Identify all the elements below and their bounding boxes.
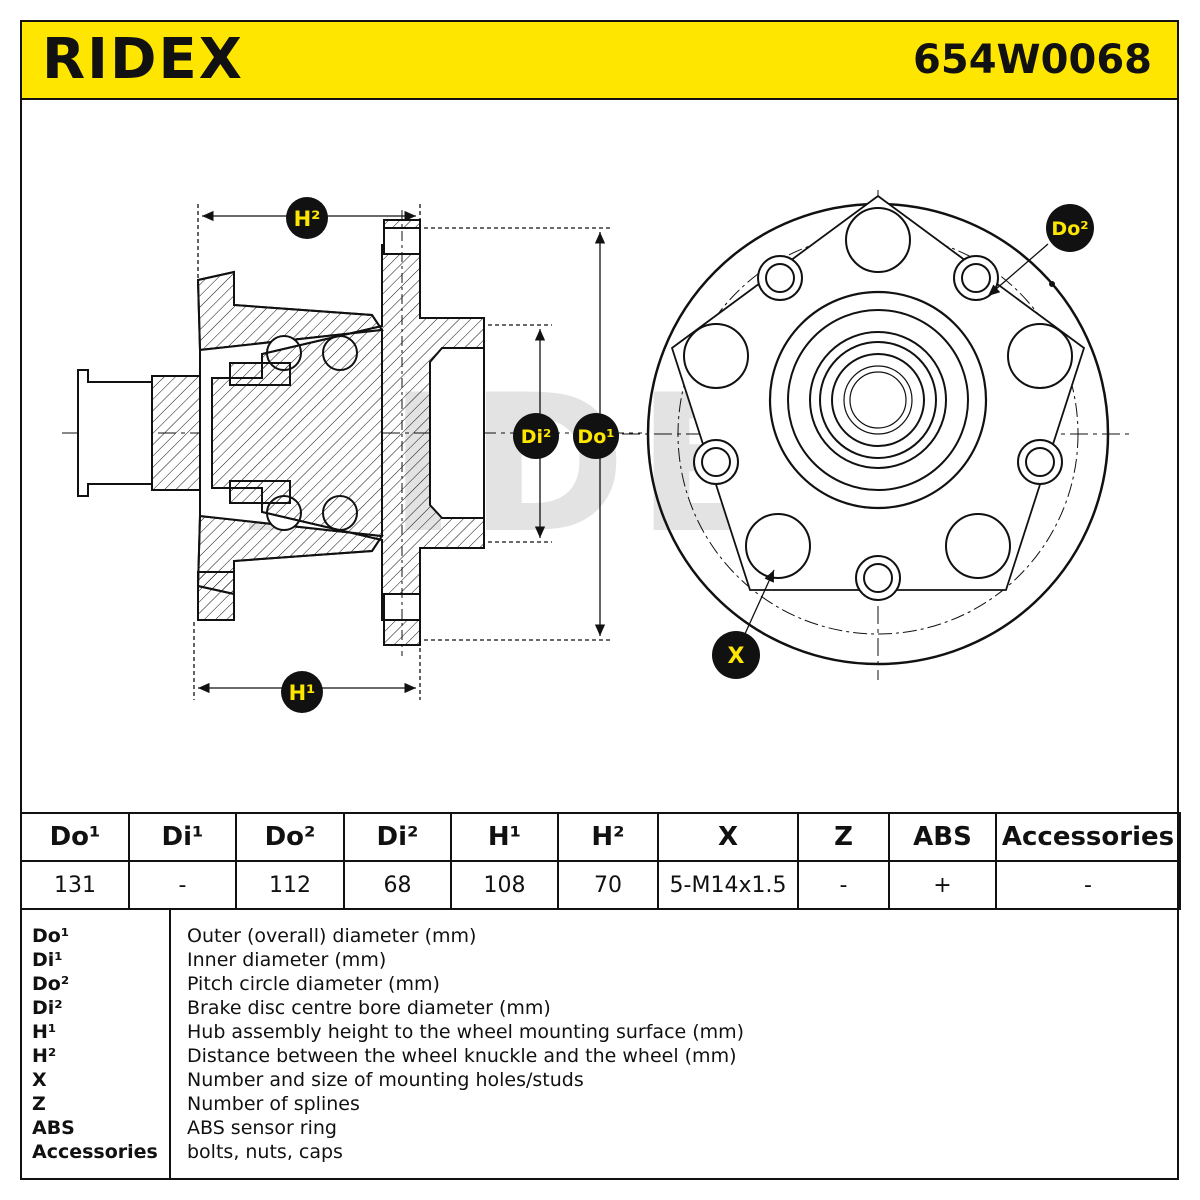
legend-row: H² Distance between the wheel knuckle an…: [22, 1044, 1177, 1068]
legend-description: Inner diameter (mm): [187, 949, 387, 971]
spec-value-cell: 5-M14x1.5: [657, 860, 799, 910]
spec-header-cell: Di¹: [128, 812, 237, 862]
legend-key: Do¹: [32, 925, 70, 947]
do2-label: Do²: [1051, 218, 1088, 240]
legend-row: ABS ABS sensor ring: [22, 1116, 1177, 1140]
h1-label: H¹: [289, 681, 316, 705]
header-bar: [20, 20, 1179, 100]
do1-label: Do¹: [577, 426, 614, 448]
legend-row: H¹ Hub assembly height to the wheel moun…: [22, 1020, 1177, 1044]
legend-key: H¹: [32, 1021, 57, 1043]
legend-key: X: [32, 1069, 47, 1091]
spec-header-row: Do¹ Di¹ Do² Di² H¹ H² X Z ABS Accessorie…: [20, 812, 1181, 862]
abs-ring: [151, 375, 205, 491]
x-label: X: [728, 644, 745, 669]
legend-row: Accessories bolts, nuts, caps: [22, 1140, 1177, 1164]
legend-description: Number and size of mounting holes/studs: [187, 1069, 584, 1091]
legend-key: H²: [32, 1045, 57, 1067]
h2-label: H²: [294, 207, 321, 231]
h1-badge: H¹: [281, 671, 323, 713]
spec-value-cell: 70: [557, 860, 659, 910]
legend-row: X Number and size of mounting holes/stud…: [22, 1068, 1177, 1092]
hub-section-view: [62, 210, 642, 656]
spec-value-row: 131 - 112 68 108 70 5-M14x1.5 - + -: [20, 860, 1181, 910]
legend-description: Hub assembly height to the wheel mountin…: [187, 1021, 745, 1043]
legend-row: Do¹ Outer (overall) diameter (mm): [22, 924, 1177, 948]
front-view-leaders: [743, 243, 1049, 637]
legend-description: Number of splines: [187, 1093, 360, 1115]
spec-header-cell: Z: [797, 812, 890, 862]
di2-label: Di²: [521, 426, 552, 448]
spec-header-cell: Do¹: [20, 812, 130, 862]
legend-description: Distance between the wheel knuckle and t…: [187, 1045, 737, 1067]
do2-badge: Do²: [1046, 204, 1094, 252]
legend-divider: [169, 910, 171, 1180]
spec-header-cell: X: [657, 812, 799, 862]
h2-badge: H²: [286, 197, 328, 239]
legend-key: Di¹: [32, 949, 63, 971]
spec-value-cell: 131: [20, 860, 130, 910]
spec-header-cell: H¹: [450, 812, 559, 862]
legend-key: Accessories: [32, 1141, 158, 1163]
spec-header-cell: Do²: [235, 812, 345, 862]
spec-value-cell: 108: [450, 860, 559, 910]
legend-key: Z: [32, 1093, 46, 1115]
legend-key: Do²: [32, 973, 70, 995]
legend-description: bolts, nuts, caps: [187, 1141, 343, 1163]
di2-badge: Di²: [513, 413, 559, 459]
legend-description: Brake disc centre bore diameter (mm): [187, 997, 551, 1019]
legend-box: Do¹ Outer (overall) diameter (mm) Di¹ In…: [20, 908, 1179, 1180]
spec-value-cell: -: [128, 860, 237, 910]
legend-row: Di¹ Inner diameter (mm): [22, 948, 1177, 972]
part-number: 654W0068: [913, 37, 1152, 83]
spec-header-cell: Di²: [343, 812, 452, 862]
do1-badge: Do¹: [573, 413, 619, 459]
legend-key: ABS: [32, 1117, 75, 1139]
spec-header-cell: ABS: [888, 812, 997, 862]
legend-row: Do² Pitch circle diameter (mm): [22, 972, 1177, 996]
spec-value-cell: -: [995, 860, 1181, 910]
spec-value-cell: -: [797, 860, 890, 910]
spec-header-cell: H²: [557, 812, 659, 862]
legend-description: ABS sensor ring: [187, 1117, 337, 1139]
legend-description: Pitch circle diameter (mm): [187, 973, 440, 995]
legend-row: Z Number of splines: [22, 1092, 1177, 1116]
hub-front-view: [622, 190, 1132, 680]
spec-value-cell: 68: [343, 860, 452, 910]
spec-value-cell: 112: [235, 860, 345, 910]
spec-table: Do¹ Di¹ Do² Di² H¹ H² X Z ABS Accessorie…: [20, 812, 1181, 910]
legend-description: Outer (overall) diameter (mm): [187, 925, 477, 947]
legend-row: Di² Brake disc centre bore diameter (mm): [22, 996, 1177, 1020]
spec-header-cell: Accessories: [995, 812, 1181, 862]
x-badge: X: [712, 631, 760, 679]
legend-key: Di²: [32, 997, 63, 1019]
brand-logo: RIDEX: [42, 27, 244, 92]
spec-value-cell: +: [888, 860, 997, 910]
dimension-lines: [193, 204, 612, 700]
technical-drawing: RIDEX: [62, 190, 1132, 713]
